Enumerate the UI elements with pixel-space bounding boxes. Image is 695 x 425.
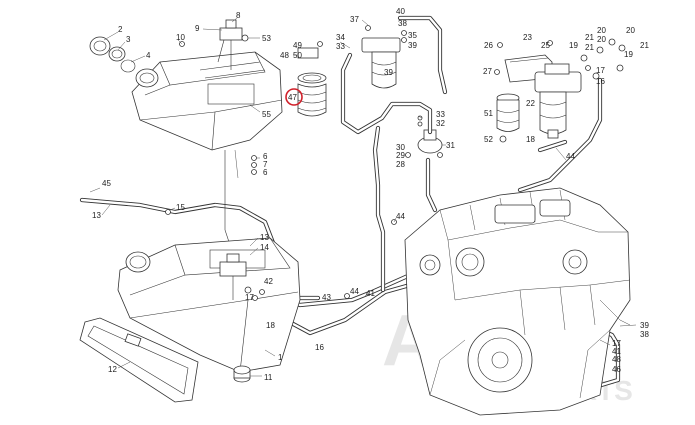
callout-30: 30 [396, 143, 405, 152]
callout-2: 2 [118, 25, 123, 34]
callout-27: 27 [483, 67, 492, 76]
rubber-mount-11 [233, 365, 251, 383]
callout-39: 39 [408, 41, 417, 50]
callout-47: 47 [288, 93, 297, 102]
callout-4: 4 [146, 51, 151, 60]
callout-34: 34 [336, 33, 345, 42]
callout-21b: 21 [585, 43, 594, 52]
water-separator-22 [534, 63, 582, 139]
callout-37: 37 [350, 15, 359, 24]
callout-20c: 20 [626, 26, 635, 35]
callout-23: 23 [523, 33, 532, 42]
callout-55: 55 [262, 110, 271, 119]
callout-38b: 38 [640, 330, 649, 339]
leader-lines [89, 17, 637, 377]
callout-46: 46 [612, 365, 621, 374]
callout-15: 15 [176, 203, 185, 212]
fuel-filter-housing-upper [361, 25, 407, 89]
callout-13b: 13 [260, 233, 269, 242]
callout-17c: 17 [612, 339, 621, 348]
callout-39b: 39 [384, 68, 393, 77]
callout-29: 29 [396, 151, 405, 160]
callout-19b: 19 [624, 50, 633, 59]
filter-bracket-48-49-50 [293, 41, 323, 59]
callout-28: 28 [396, 160, 405, 169]
callout-14: 14 [260, 243, 269, 252]
callout-10: 10 [176, 33, 185, 42]
callout-50: 50 [293, 51, 302, 60]
fuel-filter-47 [297, 72, 327, 117]
callout-21: 21 [585, 33, 594, 42]
callout-41b: 41 [612, 347, 621, 356]
callout-31: 31 [446, 141, 455, 150]
callout-38: 38 [398, 19, 407, 28]
callout-16: 16 [596, 77, 605, 86]
upper-fuel-tank [131, 51, 283, 179]
fuel-sender-lower [219, 253, 265, 300]
callout-40: 40 [396, 7, 405, 16]
tank-strap-gasket-12 [79, 317, 199, 403]
callout-52: 52 [484, 135, 493, 144]
callout-17b: 17 [245, 293, 254, 302]
callout-9: 9 [195, 24, 200, 33]
callout-32: 32 [436, 119, 445, 128]
callout-16b: 16 [315, 343, 324, 352]
callout-33b: 33 [436, 110, 445, 119]
callout-49: 49 [293, 41, 302, 50]
callout-20b: 20 [597, 35, 606, 44]
filter-element-51 [496, 93, 520, 143]
callout-53: 53 [262, 34, 271, 43]
callout-11: 11 [264, 373, 273, 382]
callout-44: 44 [566, 152, 575, 161]
callout-12: 12 [108, 365, 117, 374]
engine-block [404, 187, 631, 416]
banjo-fittings-16-21 [580, 38, 626, 80]
callout-1: 1 [278, 353, 283, 362]
lower-fuel-tank [117, 237, 301, 373]
callout-22: 22 [526, 99, 535, 108]
callout-17: 17 [596, 66, 605, 75]
callout-26: 26 [484, 41, 493, 50]
callout-3: 3 [126, 35, 131, 44]
hose-clips [165, 209, 397, 301]
callout-6: 6 [263, 152, 268, 161]
callout-18b: 18 [266, 321, 275, 330]
part-number-callouts: 2 3 4 10 9 8 53 55 48 49 50 6 7 6 37 40 … [92, 7, 649, 382]
highlight-ring [285, 88, 303, 106]
callout-48: 48 [280, 51, 289, 60]
fuel-pump-assembly [405, 115, 443, 158]
callout-39c: 39 [640, 321, 649, 330]
callout-25: 25 [541, 41, 550, 50]
filler-cap-assembly [89, 36, 136, 73]
callout-18: 18 [526, 135, 535, 144]
callout-33: 33 [336, 42, 345, 51]
callout-8: 8 [236, 11, 241, 20]
highlighted-callout-47[interactable]: 47 [285, 88, 303, 106]
callout-45: 45 [102, 179, 111, 188]
callout-21c: 21 [640, 41, 649, 50]
callout-7: 7 [263, 160, 268, 169]
callout-13: 13 [92, 211, 101, 220]
callout-41: 41 [366, 289, 375, 298]
callout-43: 43 [322, 293, 331, 302]
callout-35: 35 [408, 31, 417, 40]
callout-42: 42 [264, 277, 273, 286]
callout-44b: 44 [350, 287, 359, 296]
callout-6b: 6 [263, 168, 268, 177]
callout-48b: 48 [612, 355, 621, 364]
callout-51: 51 [484, 109, 493, 118]
callout-19: 19 [569, 41, 578, 50]
callout-44c: 44 [396, 212, 405, 221]
callout-20: 20 [597, 26, 606, 35]
bolts-6-7 [251, 155, 257, 175]
